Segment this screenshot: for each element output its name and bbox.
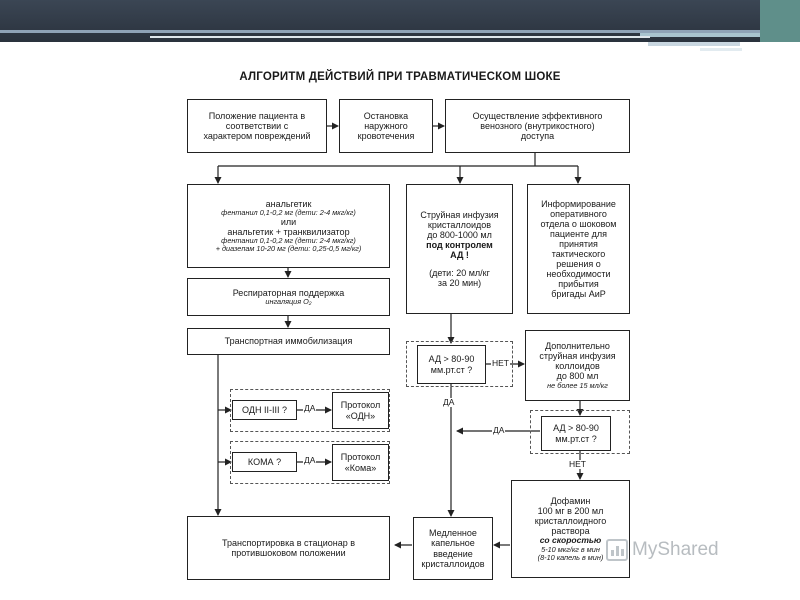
inform-dispatch-box: Информирование оперативного отдела о шок… <box>527 184 630 314</box>
header-stripe-accent <box>640 33 800 37</box>
decor-line <box>648 42 740 46</box>
diagram-title: АЛГОРИТМ ДЕЙСТВИЙ ПРИ ТРАВМАТИЧЕСКОМ ШОК… <box>239 71 561 83</box>
colloid-infusion-box: Дополнительно струйная инфузия коллоидов… <box>525 330 630 401</box>
edge-label-yes: ДА <box>492 425 506 435</box>
bp-check-frame <box>406 341 513 387</box>
crystalloid-infusion-box: Струйная инфузия кристаллоидов до 800-10… <box>406 184 513 314</box>
bp-check-frame <box>530 410 630 454</box>
coma-branch-frame <box>230 441 390 484</box>
slide-header-bar <box>0 0 800 42</box>
decor-line <box>700 48 742 51</box>
bp-check-2-box: АД > 80-90 мм.рт.ст ? <box>541 416 611 451</box>
venous-access-box: Осуществление эффективного венозного (вн… <box>445 99 630 153</box>
edge-label-yes: ДА <box>303 455 317 465</box>
immobilization-box: Транспортная иммобилизация <box>187 328 390 355</box>
header-corner-accent <box>760 0 800 42</box>
analgesia-box: анальгетик фентанил 0,1-0,2 мг (дети: 2-… <box>187 184 390 268</box>
transport-box: Транспортировка в стационар в протившоко… <box>187 516 390 580</box>
decor-line <box>150 36 650 38</box>
edge-label-no: НЕТ <box>491 358 510 368</box>
header-stripe <box>0 30 800 33</box>
odn-branch-frame <box>230 389 390 432</box>
patient-positioning-box: Положение пациента в соответствии с хара… <box>187 99 327 153</box>
slow-infusion-box: Медленное капельное введение кристаллоид… <box>413 517 493 580</box>
bp-check-1-box: АД > 80-90 мм.рт.ст ? <box>417 345 486 384</box>
coma-protocol-box: Протокол «Кома» <box>332 444 389 481</box>
dopamine-box: Дофамин 100 мг в 200 мл кристаллоидного … <box>511 480 630 578</box>
bleeding-control-box: Остановка наружного кровотечения <box>339 99 433 153</box>
coma-question-box: КОМА ? <box>232 452 297 472</box>
edge-label-yes: ДА <box>442 397 456 407</box>
edge-label-yes: ДА <box>303 403 317 413</box>
respiratory-support-box: Респираторная поддержка ингаляция O₂ <box>187 278 390 316</box>
presentation-chart-icon <box>606 539 628 561</box>
edge-label-no: НЕТ <box>568 459 587 469</box>
watermark-text: MyShared <box>632 539 719 560</box>
odn-protocol-box: Протокол «ОДН» <box>332 392 389 429</box>
odn-question-box: ОДН II-III ? <box>232 400 297 420</box>
watermark: MyShared <box>606 539 719 561</box>
